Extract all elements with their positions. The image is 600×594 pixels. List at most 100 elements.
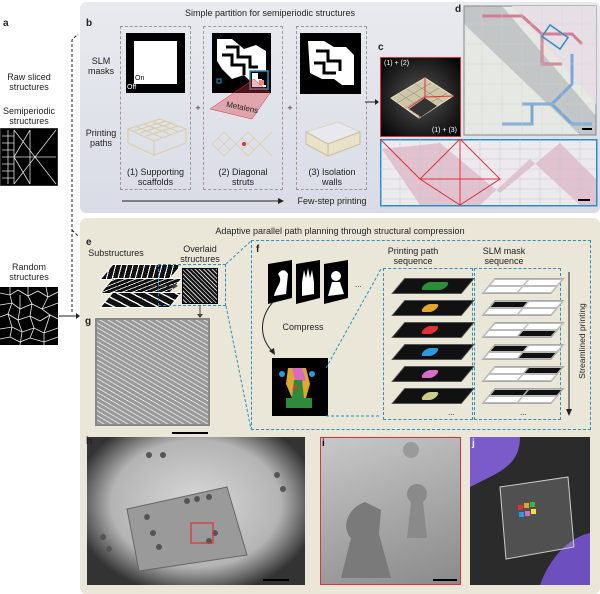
mask-layer [481, 300, 565, 316]
compress-arrow [262, 301, 275, 355]
mask-seq-ellipsis: ... [520, 408, 527, 417]
step-1-box [120, 26, 191, 190]
path-region [419, 392, 441, 400]
down-arrow [197, 305, 203, 318]
c-zoom-detail [380, 139, 598, 207]
panel-label-a: a [3, 18, 9, 29]
bottom-panel-title: Adaptive parallel path planning through … [215, 226, 465, 236]
path-region [419, 370, 441, 378]
path-layer [391, 344, 475, 360]
random-label: Random structures [9, 262, 49, 282]
mask-quadrant [517, 374, 557, 381]
i-knight-pawn-photo [320, 437, 461, 585]
mask-layer [481, 322, 565, 338]
c-combined-render: (1) + (2) (1) + (3) [380, 57, 461, 137]
streamlined-label: Streamlined printing [577, 303, 587, 379]
mask-layer [481, 344, 565, 360]
path-layer [391, 278, 475, 294]
path-region [419, 348, 441, 356]
f-connector [225, 240, 252, 430]
mask-quadrant [523, 345, 563, 352]
mask-quadrant [517, 286, 557, 293]
silhouette-masks [268, 260, 348, 304]
g-sem-image [95, 318, 210, 426]
mask-layer [481, 278, 565, 294]
g-scale-bar [172, 432, 208, 434]
path-seq-ellipsis: ... [448, 408, 455, 417]
mask-quadrant [523, 323, 563, 330]
plus-2: + [287, 103, 293, 113]
overlaid-structure-image [182, 268, 218, 304]
streamlined-arrow [566, 272, 572, 416]
printing-path-seq-label: Printing path sequence [387, 246, 439, 266]
step-3-label: (3) Isolation walls [308, 167, 356, 187]
c-lattice [390, 77, 454, 119]
slm-masks-label: SLM masks [87, 56, 114, 76]
raw-sliced-label: Raw sliced structures [7, 72, 51, 92]
mask-quadrant [517, 396, 557, 403]
on-label: On [135, 75, 145, 82]
substructures-ellipsis: ... [140, 292, 147, 301]
mask-quadrant [517, 352, 557, 359]
c-label-1-2: (1) + (2) [384, 60, 410, 67]
mask-quadrant [517, 308, 557, 315]
few-step-arrow [122, 198, 284, 204]
overlaid-structures-label: Overlaid structures [180, 244, 220, 264]
f-connector-2 [325, 268, 382, 417]
path-region [419, 282, 451, 290]
d-large-structure [463, 5, 597, 136]
mask-quadrant [523, 301, 563, 308]
path-layer [391, 322, 475, 338]
silhouette-ellipsis: ... [355, 280, 362, 289]
j-sample-drawing [470, 437, 590, 585]
panel-label-g: g [85, 316, 92, 327]
semiperiodic-label: Semiperiodic structures [2, 106, 56, 126]
flow-arrows [59, 33, 80, 319]
path-layer [391, 300, 475, 316]
step-3-box [296, 26, 367, 190]
diagonal-struts-render [211, 131, 273, 157]
overlaid-box [158, 264, 226, 306]
path-layer [391, 388, 475, 404]
mask-quadrant [517, 330, 557, 337]
c-label-1-3: (1) + (3) [431, 127, 457, 134]
plus-1: + [195, 103, 201, 113]
h-chessboard-photo [87, 437, 305, 585]
compressed-chess-image [272, 358, 328, 416]
f-box [251, 240, 591, 430]
step-2-box [203, 26, 283, 190]
panel-label-h: h [86, 436, 93, 447]
step-1-label: (1) Supporting scaffolds [126, 167, 185, 187]
compress-label: Compress [282, 322, 324, 332]
step-2-label: (2) Diagonal struts [218, 167, 268, 187]
slm-mask-2 [209, 33, 271, 120]
supporting-scaffolds-render [126, 118, 188, 156]
panel-label-j: j [472, 438, 475, 449]
slm-mask-3 [300, 33, 361, 94]
mask-quadrant [523, 279, 563, 286]
i-pieces-drawing [341, 442, 427, 578]
printing-paths-label: Printing paths [85, 128, 117, 148]
panel-label-d: d [455, 4, 462, 15]
panel-label-e: e [86, 237, 92, 248]
panel-label-i: i [322, 438, 325, 449]
mask-layer [481, 366, 565, 382]
e-arrow [151, 283, 178, 289]
panel-label-f: f [256, 244, 260, 255]
to-c-arrow [365, 99, 379, 105]
random-structure-image [0, 287, 58, 345]
path-region [419, 304, 441, 312]
panel-label-c: c [378, 42, 384, 53]
slm-mask-1: On Off [126, 33, 185, 93]
h-chessboard-drawing [100, 452, 286, 572]
panel-label-b: b [86, 18, 93, 29]
off-label: Off [127, 84, 137, 91]
substructures-label: Substructures [88, 248, 144, 258]
isolation-walls-render [304, 121, 362, 157]
mask-layer [481, 388, 565, 404]
path-layer [391, 366, 475, 382]
mask-quadrant [523, 367, 563, 374]
few-step-label: Few-step printing [297, 196, 367, 206]
j-handheld-sample-photo [470, 437, 590, 585]
top-panel-title: Simple partition for semiperiodic struct… [184, 8, 356, 18]
